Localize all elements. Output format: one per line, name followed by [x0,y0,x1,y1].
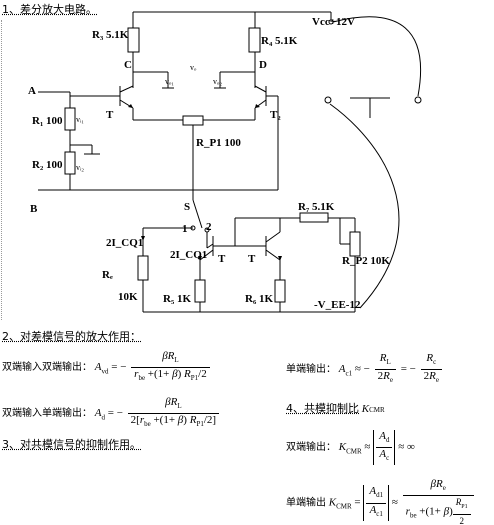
vcc-label: Vcc+12V [312,16,355,28]
heading-differential-amplifier: 1、差分放大电路。 [2,3,97,16]
r4-label: R₄ 5.1K [261,35,298,47]
circuit-schematic: R₃ 5.1K R₄ 5.1K Vcc+12V C D vₒ vₒ₁ vₒ₂ A… [28,11,422,313]
switch-s-label: S [184,201,190,213]
vee-label: -V_EE-12 [314,299,361,311]
re-value: 10K [118,291,138,303]
vi2-label: vᵢ₂ [76,163,84,172]
icq1-label-left: 2I_CQ1 [106,237,143,249]
r3-label: R₃ 5.1K [92,29,129,41]
node-d-label: D [259,59,267,71]
t3-label: T [218,253,226,265]
t4-label: T [248,253,256,265]
vc1-label: vₒ₁ [165,77,174,86]
vo-label: vₒ [190,63,197,72]
vc2-label: vₒ₂ [213,77,222,86]
switch-position-2: 2 [206,221,212,233]
node-a-label: A [28,85,36,97]
r2-label: R₂ 100 [32,159,63,171]
r7-label: R₇ 5.1K [298,201,335,213]
heading-common-mode-rejection: 3、对共模信号的抑制作用。 [2,438,141,451]
r1-label: R₁ 100 [32,115,63,127]
t1-label: T [106,109,114,121]
heading-differential-gain: 2、对差模信号的放大作用： [2,330,141,343]
re-label: Rₑ [102,269,113,281]
heading-cmrr: 4、共模抑制比 KCMR [286,402,385,415]
margin-marks [1,20,4,320]
r5-label: R₅ 1K [163,293,191,305]
rp1-label: R_P1 100 [196,137,241,149]
rp2-label: R_P2 10K [342,255,390,267]
switch-position-1: 1 [182,223,188,235]
t2-label: T₂ [270,109,281,121]
node-c-label: C [124,59,132,71]
icq1-label-right: 2I_CQ1 [170,249,207,261]
r6-label: R₆ 1K [245,293,273,305]
node-b-label: B [30,203,38,215]
vi1-label: vᵢ₁ [76,115,84,124]
